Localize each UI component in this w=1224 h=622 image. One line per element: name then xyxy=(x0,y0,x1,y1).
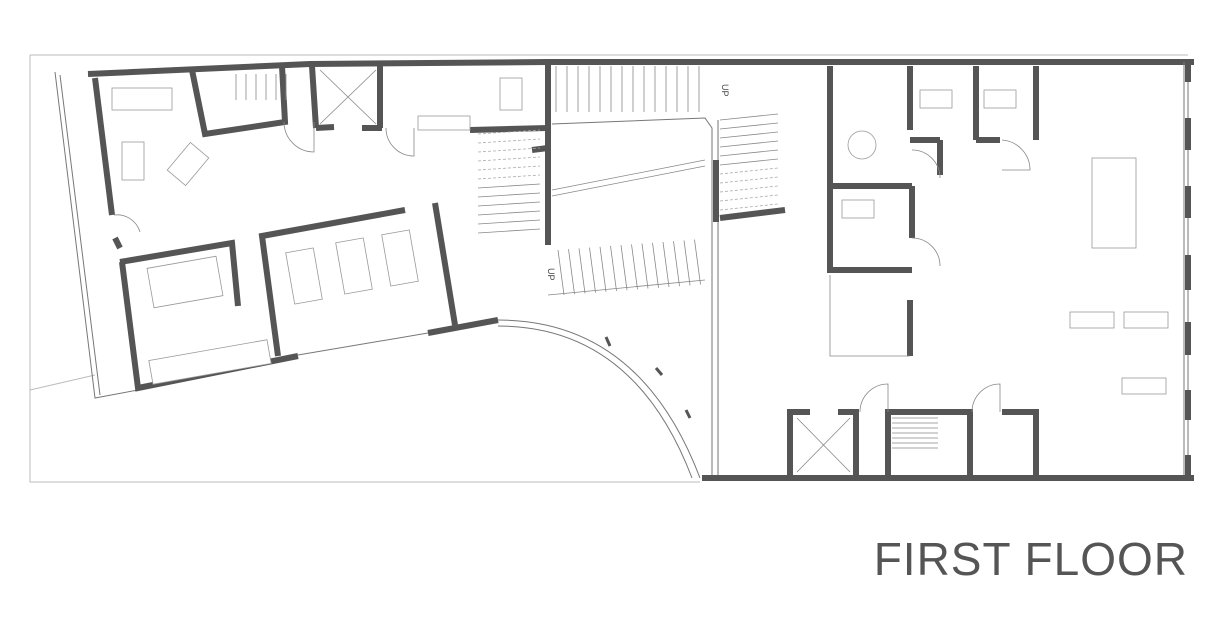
stair-tread xyxy=(673,241,680,287)
curved-facade xyxy=(497,319,701,479)
stair-tread xyxy=(719,131,779,139)
stair-tread xyxy=(719,176,779,184)
stair-tread xyxy=(641,243,649,289)
stair-tread xyxy=(578,248,586,294)
stair-tread xyxy=(620,245,628,291)
stair-tread xyxy=(719,167,779,175)
stair-tread xyxy=(477,165,541,171)
stair-tread xyxy=(652,242,659,288)
stair-tread xyxy=(719,149,779,157)
stair-tread xyxy=(477,210,541,216)
stair-tread xyxy=(719,185,779,193)
stair-tread xyxy=(589,247,596,293)
stair-tread xyxy=(477,174,541,180)
stair-tread xyxy=(477,129,541,135)
stair-tread xyxy=(719,140,779,148)
atrium xyxy=(547,117,786,478)
central-stairs xyxy=(235,66,938,449)
stair-tread xyxy=(683,240,691,286)
stair-tread xyxy=(599,246,607,292)
stair-tread xyxy=(477,219,541,225)
stair-up-label-2: UP xyxy=(546,268,556,281)
stair-tread xyxy=(477,147,541,153)
stair-tread xyxy=(477,228,541,234)
door-swings xyxy=(113,121,1031,413)
stair-tread xyxy=(694,239,701,285)
left-wing-walls xyxy=(54,59,551,399)
stair-up-label-1: UP xyxy=(720,84,730,97)
stair-tread xyxy=(477,183,541,189)
right-wing-walls xyxy=(319,59,1194,481)
site-outline xyxy=(29,54,1188,483)
stair-tread xyxy=(719,194,779,202)
stair-tread xyxy=(631,244,638,290)
stair-tread xyxy=(662,241,670,288)
stair-tread xyxy=(719,158,779,166)
stair-tread xyxy=(568,249,575,295)
page-title: FIRST FLOOR xyxy=(873,533,1188,585)
stair-tread xyxy=(477,192,541,198)
stair-tread xyxy=(610,245,617,292)
furniture xyxy=(111,77,1169,395)
stair-tread xyxy=(477,156,541,162)
stair-tread xyxy=(719,113,779,121)
stair-tread xyxy=(557,249,565,296)
stair-tread xyxy=(477,138,541,144)
stair-tread xyxy=(719,122,779,130)
stair-tread xyxy=(477,201,541,207)
